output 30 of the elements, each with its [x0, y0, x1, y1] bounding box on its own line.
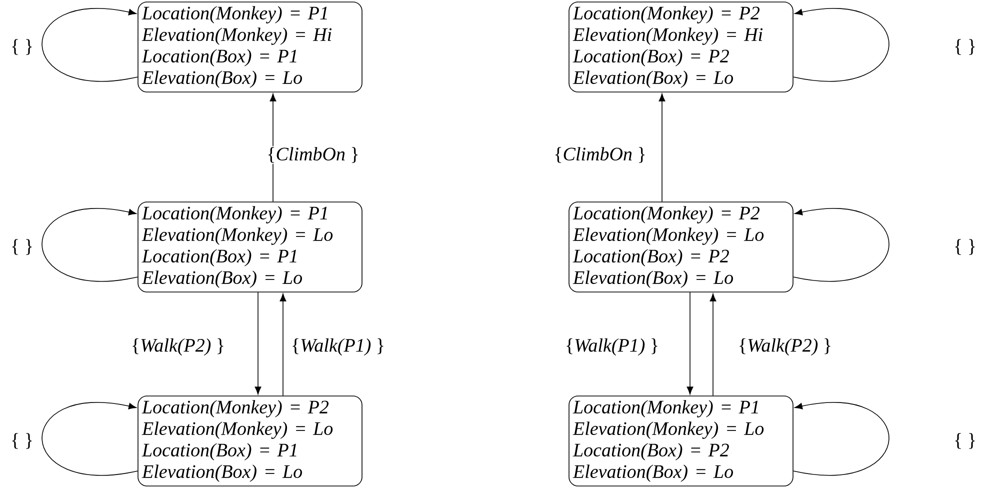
edge-label: { } [952, 238, 978, 256]
edge-label: { } [10, 238, 34, 256]
state-box: Location(Monkey) = P2 Elevation(Monkey) = Hi Location(Box) = P2 Elevation(Box) = Lo [568, 2, 794, 92]
edge-label: {Walk(P2) } [737, 337, 834, 357]
edge-label: {Walk(P1) } [564, 337, 660, 357]
state-box: Location(Monkey) = P2 Elevation(Monkey) = Lo Location(Box) = P1 Elevation(Box) = Lo [138, 396, 362, 486]
transition-arrow [686, 292, 694, 394]
transition-arrow [270, 94, 276, 202]
edge-label: {Walk(P2) } [130, 337, 226, 357]
transition-arrow [710, 294, 716, 396]
edge-label: {ClimbOn } [552, 146, 648, 164]
state-box: Location(Monkey) = P1 Elevation(Monkey) = Lo Location(Box) = P2 Elevation(Box) = Lo [568, 396, 794, 486]
edge-label: {ClimbOn } [266, 146, 360, 164]
self-loop-arrow [42, 208, 138, 282]
self-loop-arrow [793, 208, 890, 282]
self-loop-arrow [42, 402, 138, 476]
state-box: Location(Monkey) = P2 Elevation(Monkey) = Lo Location(Box) = P2 Elevation(Box) = Lo [568, 202, 794, 292]
edge-label: { } [10, 38, 34, 56]
self-loop-arrow [793, 402, 890, 476]
edge-label: { } [952, 38, 978, 56]
transition-arrow [658, 94, 666, 202]
self-loop-arrow [42, 8, 138, 82]
edge-label: {Walk(P1) } [290, 337, 386, 357]
edge-label: { } [10, 432, 34, 450]
self-loop-arrow [793, 8, 890, 82]
transition-arrow [254, 292, 262, 394]
edge-label: { } [952, 432, 978, 450]
transition-arrow [280, 294, 286, 396]
state-box: Location(Monkey) = P1 Elevation(Monkey) = Lo Location(Box) = P1 Elevation(Box) = Lo [138, 202, 362, 292]
state-box: Location(Monkey) = P1 Elevation(Monkey) = Hi Location(Box) = P1 Elevation(Box) = Lo [138, 2, 362, 92]
